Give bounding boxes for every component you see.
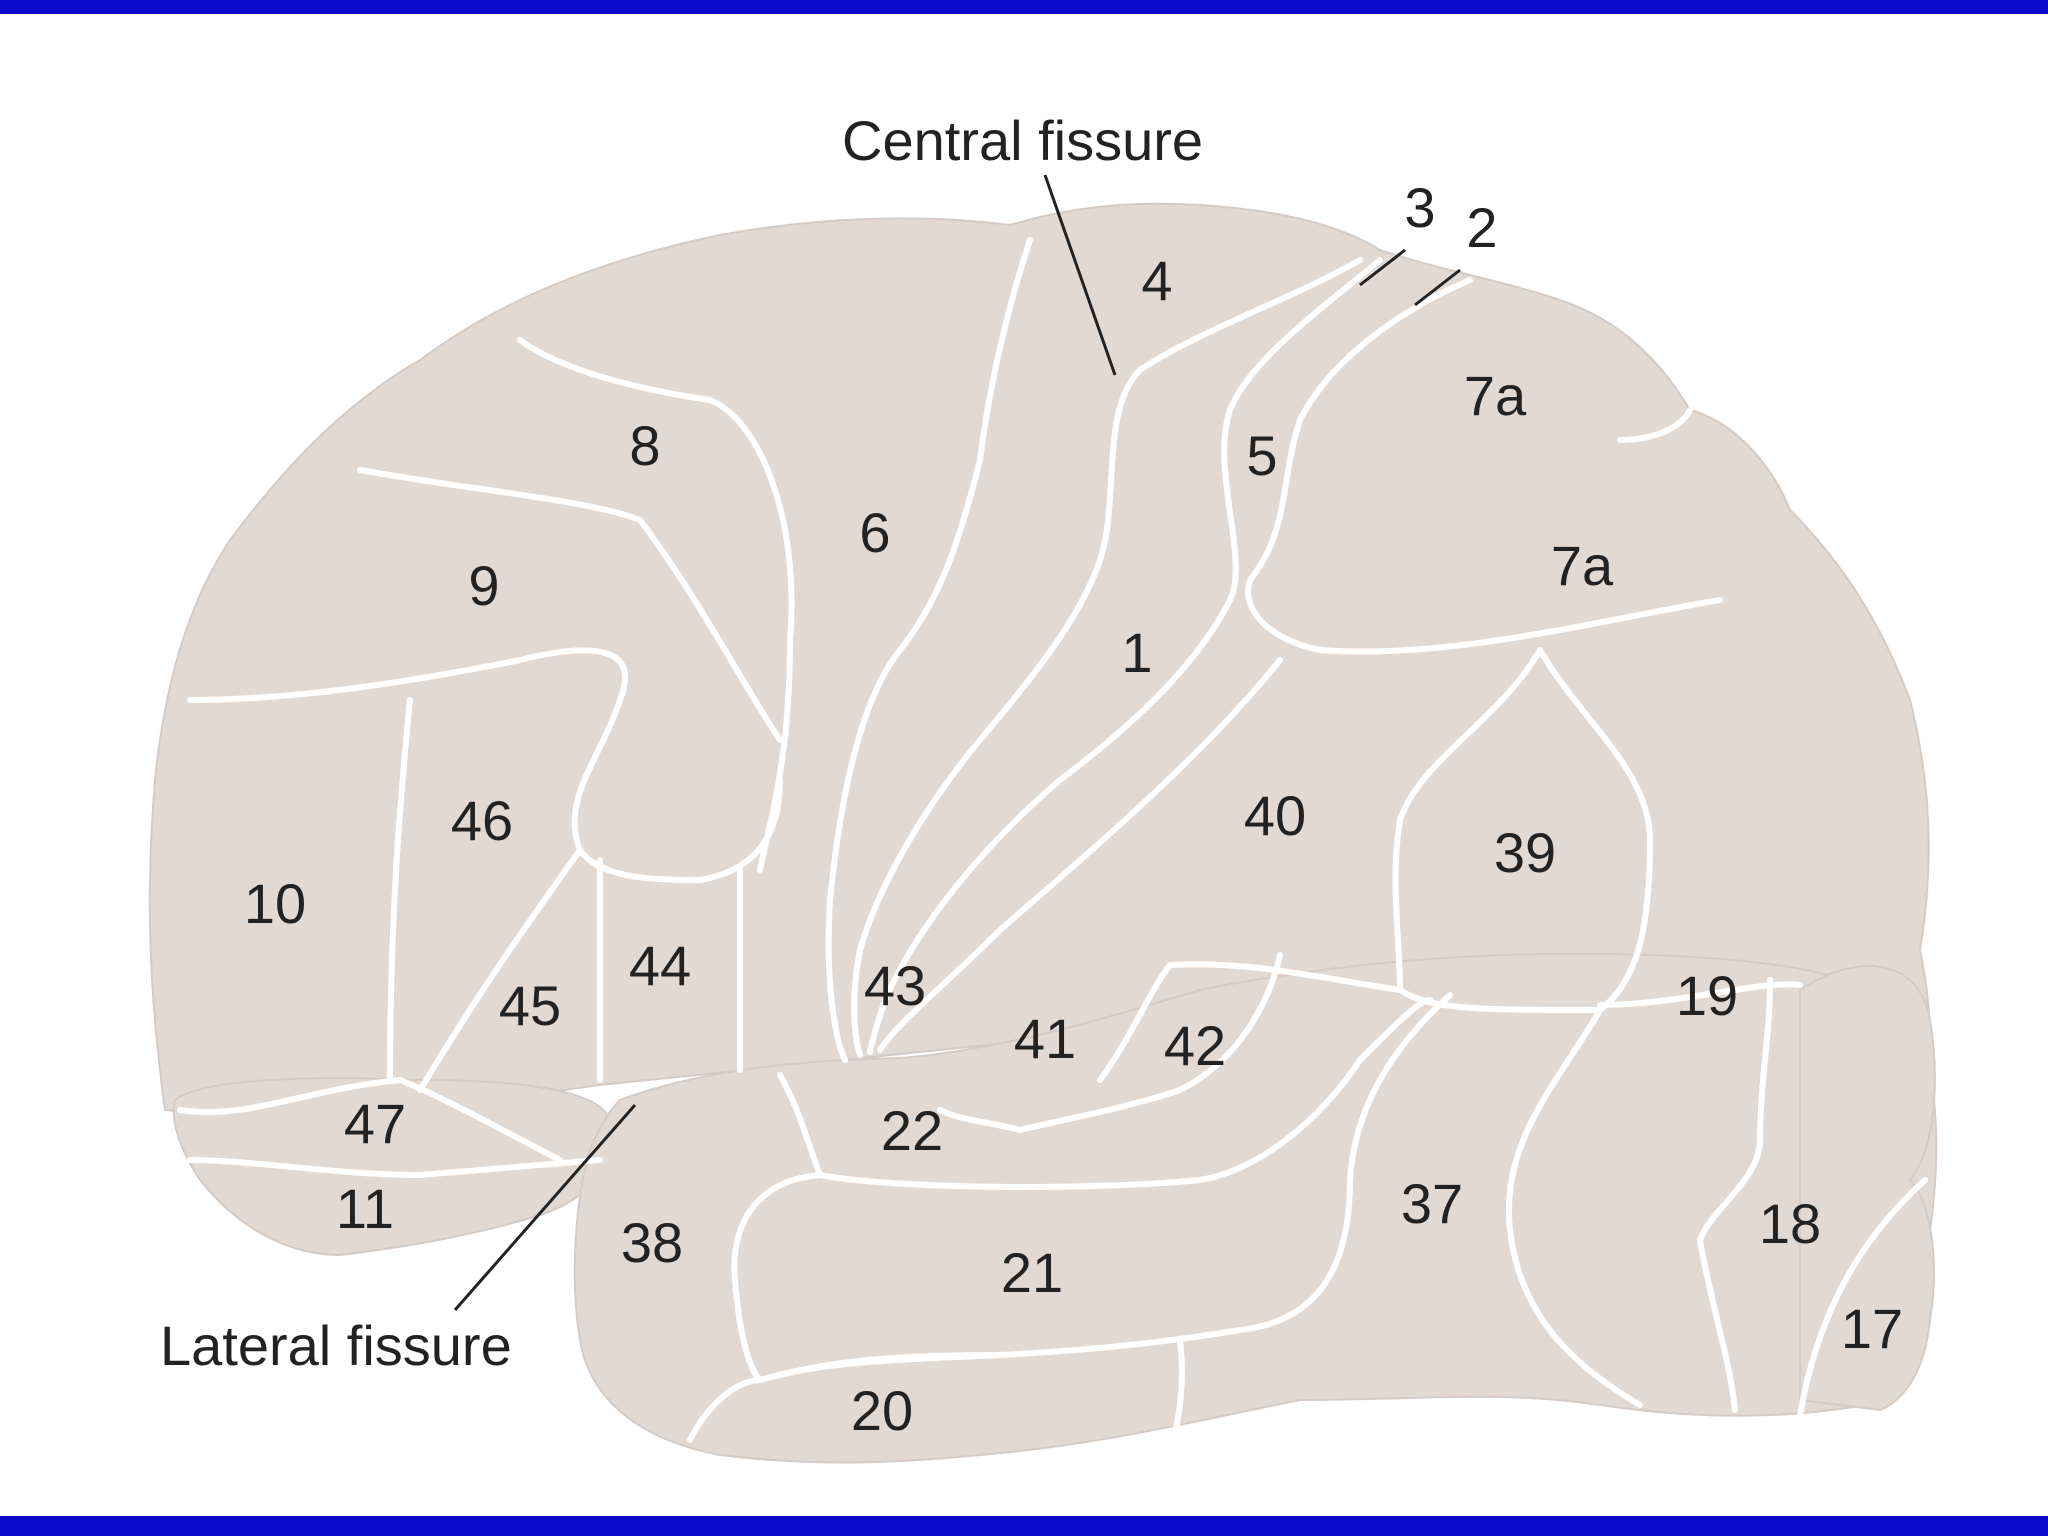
area-3-leader <box>1359 248 1406 287</box>
area-label-5: 5 <box>1246 424 1277 487</box>
area-label-37: 37 <box>1401 1172 1463 1235</box>
central-fissure-leader <box>1043 174 1117 376</box>
area-label-9: 9 <box>468 554 499 617</box>
lateral-fissure-leader <box>453 1104 637 1311</box>
area-label-2: 2 <box>1466 196 1497 259</box>
area-label-38: 38 <box>621 1211 683 1274</box>
area-label-42: 42 <box>1164 1014 1226 1077</box>
area-label-6: 6 <box>859 501 890 564</box>
area-label-7a-upper: 7a <box>1464 364 1527 427</box>
area-label-11: 11 <box>336 1177 394 1240</box>
area-label-39: 39 <box>1494 821 1556 884</box>
area-label-17: 17 <box>1841 1297 1903 1360</box>
area-label-19: 19 <box>1676 964 1738 1027</box>
area-label-41: 41 <box>1014 1007 1076 1070</box>
brain-diagram: Central fissure Lateral fissure 4 3 2 8 … <box>148 109 1938 1464</box>
area-label-1: 1 <box>1121 621 1152 684</box>
area-label-43: 43 <box>864 954 926 1017</box>
area-label-22: 22 <box>881 1099 943 1162</box>
area-2-leader <box>1414 268 1461 307</box>
area-label-40: 40 <box>1244 784 1306 847</box>
area-label-4: 4 <box>1141 249 1172 312</box>
central-fissure-label: Central fissure <box>842 109 1203 172</box>
area-label-7a-lower: 7a <box>1551 534 1614 597</box>
area-label-8: 8 <box>629 414 660 477</box>
slide-canvas: Central fissure Lateral fissure 4 3 2 8 … <box>0 14 2048 1516</box>
area-labels: 4 3 2 8 6 5 7a 7a 9 1 46 10 40 39 44 43 … <box>244 176 1903 1442</box>
brain-temporal-lobe <box>573 952 1938 1464</box>
area-label-3: 3 <box>1404 176 1435 239</box>
lateral-fissure-label: Lateral fissure <box>160 1314 512 1377</box>
area-label-44: 44 <box>629 934 691 997</box>
area-label-20: 20 <box>851 1379 913 1442</box>
area-label-10: 10 <box>244 872 306 935</box>
area-label-18: 18 <box>1759 1192 1821 1255</box>
sulci-lines <box>177 237 1928 1453</box>
area-label-21: 21 <box>1001 1241 1063 1304</box>
area-label-46: 46 <box>451 789 513 852</box>
area-label-47: 47 <box>344 1092 406 1155</box>
area-label-45: 45 <box>499 974 561 1037</box>
